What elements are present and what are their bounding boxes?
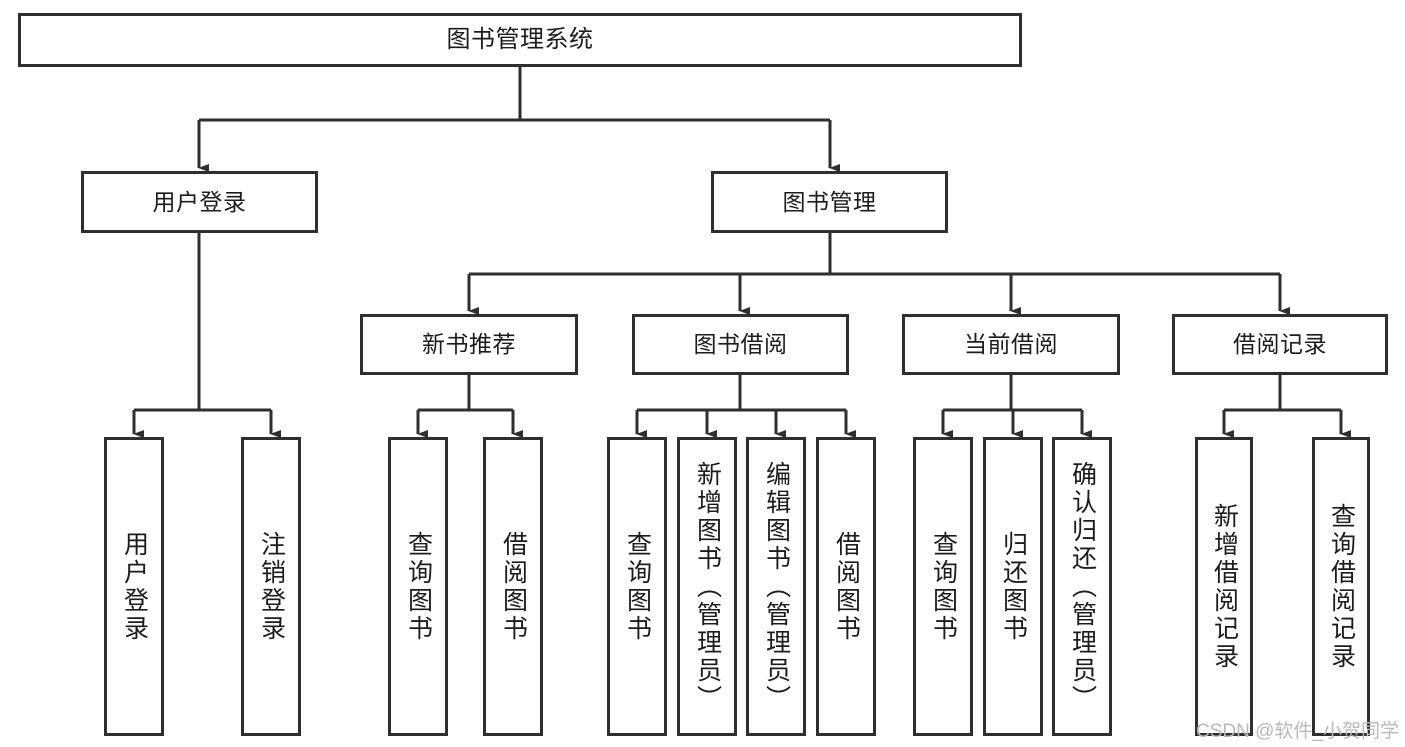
node-leaf-borrow-book-rec[interactable]: 借阅图书 [483, 437, 543, 736]
node-book-borrow[interactable]: 图书借阅 [632, 314, 849, 375]
node-leaf-query-book-borrow[interactable]: 查询图书 [607, 437, 667, 736]
node-leaf-confirm-return[interactable]: 确认归还（管理员） [1052, 437, 1112, 736]
node-leaf-return-book[interactable]: 归还图书 [983, 437, 1043, 736]
node-leaf-query-book-rec-label: 查询图书 [404, 530, 433, 643]
node-current-borrow[interactable]: 当前借阅 [902, 314, 1120, 375]
node-leaf-add-record[interactable]: 新增借阅记录 [1195, 437, 1253, 736]
node-new-book-recommend[interactable]: 新书推荐 [360, 314, 578, 375]
node-leaf-query-book-rec[interactable]: 查询图书 [388, 437, 448, 736]
node-leaf-logout-login[interactable]: 注销登录 [241, 437, 301, 736]
node-book-borrow-label: 图书借阅 [693, 331, 788, 358]
node-leaf-query-book-current[interactable]: 查询图书 [913, 437, 973, 736]
watermark-text: CSDN @软件_小贺同学 [1196, 721, 1399, 742]
node-leaf-query-book-borrow-label: 查询图书 [623, 530, 652, 643]
node-new-book-recommend-label: 新书推荐 [422, 331, 516, 358]
node-leaf-add-record-label: 新增借阅记录 [1210, 502, 1239, 671]
node-leaf-edit-book[interactable]: 编辑图书（管理员） [746, 437, 806, 736]
node-leaf-edit-book-label: 编辑图书（管理员） [762, 460, 791, 713]
node-leaf-query-book-current-label: 查询图书 [929, 530, 958, 643]
node-leaf-query-record-label: 查询借阅记录 [1327, 502, 1356, 671]
node-root[interactable]: 图书管理系统 [18, 13, 1022, 67]
node-leaf-return-book-label: 归还图书 [999, 530, 1028, 643]
node-leaf-query-record[interactable]: 查询借阅记录 [1312, 437, 1370, 736]
node-leaf-borrow-book[interactable]: 借阅图书 [816, 437, 876, 736]
node-leaf-user-login[interactable]: 用户登录 [104, 437, 164, 736]
node-root-label: 图书管理系统 [446, 26, 594, 54]
node-book-manage-label: 图书管理 [782, 188, 877, 215]
node-borrow-record-label: 借阅记录 [1233, 331, 1327, 358]
node-leaf-add-book[interactable]: 新增图书（管理员） [677, 437, 737, 736]
node-leaf-add-book-label: 新增图书（管理员） [693, 460, 722, 713]
node-leaf-user-login-label: 用户登录 [120, 530, 149, 643]
node-user-login[interactable]: 用户登录 [81, 171, 318, 233]
node-leaf-borrow-book-rec-label: 借阅图书 [499, 530, 528, 643]
node-user-login-label: 用户登录 [152, 188, 247, 215]
node-current-borrow-label: 当前借阅 [964, 331, 1058, 358]
node-book-manage[interactable]: 图书管理 [711, 171, 948, 233]
node-borrow-record[interactable]: 借阅记录 [1172, 314, 1388, 375]
node-leaf-logout-login-label: 注销登录 [257, 530, 286, 643]
node-leaf-confirm-return-label: 确认归还（管理员） [1068, 460, 1097, 713]
node-leaf-borrow-book-label: 借阅图书 [832, 530, 861, 643]
